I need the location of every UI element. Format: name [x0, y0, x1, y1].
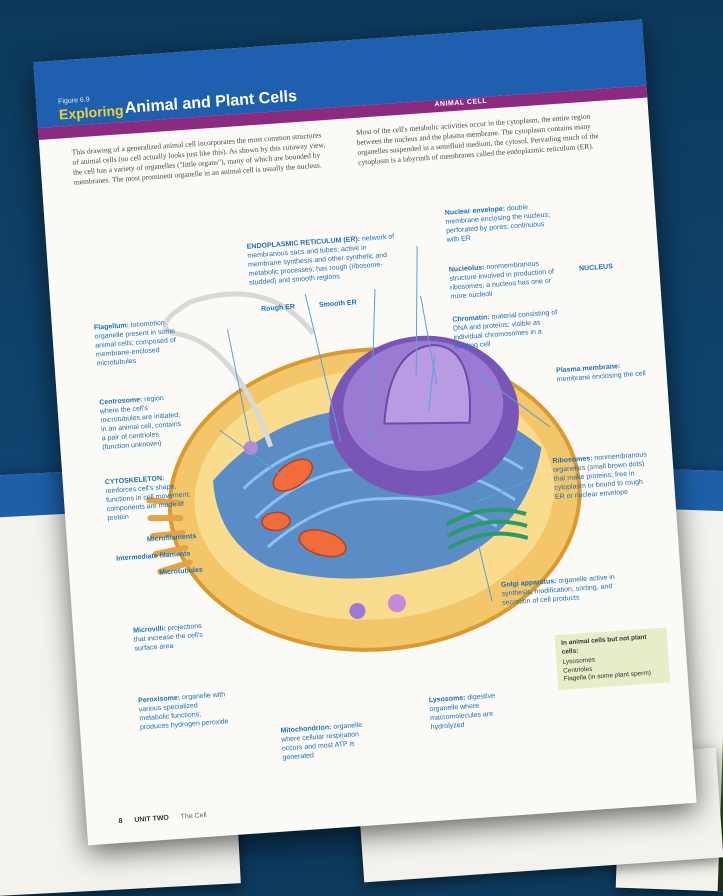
label-centrosome: Centrosome: region where the cell's micr… — [99, 393, 188, 453]
intro-column-2: Most of the cell's metabolic activities … — [356, 110, 618, 168]
label-peroxisome: Peroxisome: organelle with various speci… — [138, 690, 230, 732]
label-nucleus: NUCLEUS — [579, 262, 613, 273]
label-microvilli: Microvilli: projections that increase th… — [133, 621, 215, 654]
label-microvilli-name: Microvilli: — [133, 625, 166, 634]
label-nuclear-envelope: Nuclear envelope: double membrane enclos… — [445, 201, 557, 245]
label-flagellum-name: Flagellum: — [94, 322, 129, 331]
textbook-page: Figure 6.9 Exploring Animal and Plant Ce… — [33, 20, 696, 846]
label-ribosomes-name: Ribosomes: — [552, 455, 592, 465]
label-mitochondrion: Mitochondrion: organelle where cellular … — [280, 720, 382, 763]
label-cytoskeleton-desc: reinforces cell's shape, functions in ce… — [105, 483, 190, 522]
section-label: ANIMAL CELL — [434, 98, 487, 109]
label-chromatin-name: Chromatin: — [452, 314, 490, 324]
label-nucleolus: Nucleolus: nonmembranous structure invol… — [449, 258, 561, 302]
label-ribosomes: Ribosomes: nonmembranous organelles (sma… — [552, 450, 650, 502]
exploring-label: Exploring — [59, 102, 125, 122]
label-nucleolus-name: Nucleolus: — [449, 264, 485, 273]
callout-box: In animal cells but not plant cells: Lys… — [555, 627, 671, 689]
label-cytoskeleton: CYTOSKELETON: reinforces cell's shape, f… — [105, 472, 193, 523]
unit-label: UNIT TWO — [134, 815, 169, 824]
label-lysosome: Lysosome: digestive organelle where macr… — [429, 690, 516, 732]
intro-column-1: This drawing of a generalized animal cel… — [71, 130, 328, 188]
page-footer: 8 UNIT TWO The Cell — [118, 812, 207, 825]
label-flagellum: Flagellum: locomotion organelle present … — [94, 318, 182, 369]
label-lysosome-name: Lysosome: — [429, 695, 466, 705]
chapter-label: The Cell — [180, 812, 207, 821]
page-number: 8 — [118, 818, 122, 825]
label-chromatin: Chromatin: material consisting of DNA an… — [452, 308, 564, 352]
